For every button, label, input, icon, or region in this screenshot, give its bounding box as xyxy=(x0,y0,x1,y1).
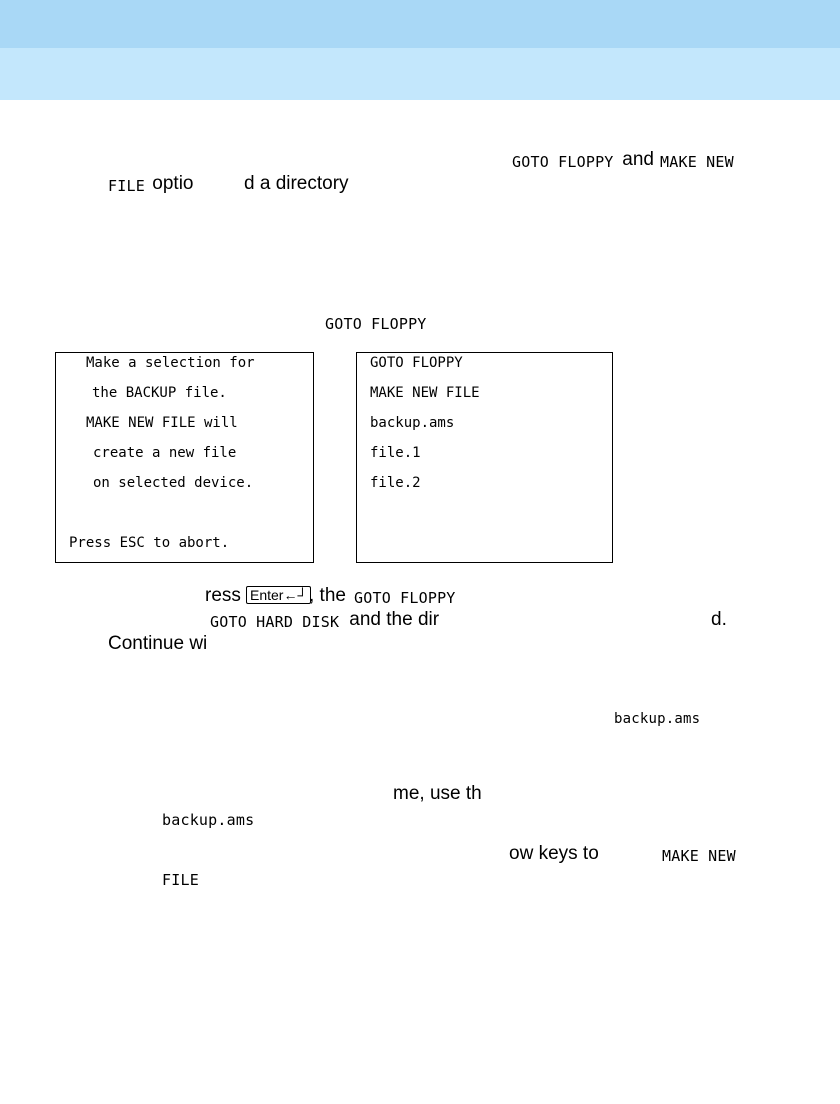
press-fragment: ress xyxy=(205,585,247,606)
menu-item-make-new-file[interactable]: MAKE NEW FILE xyxy=(370,385,480,401)
make-new-text: MAKE NEW xyxy=(660,153,734,171)
screen-line: create a new file xyxy=(93,445,237,461)
goto-floppy-text-2: GOTO FLOPPY xyxy=(354,589,456,607)
screen-line: Make a selection for xyxy=(86,355,255,371)
and-text: and xyxy=(617,149,660,170)
goto-floppy-text: GOTO FLOPPY xyxy=(512,153,614,171)
file-text-2: FILE xyxy=(162,871,199,889)
enter-key-icon: Enter←┘ xyxy=(246,586,312,604)
make-new-text-2: MAKE NEW xyxy=(662,847,736,865)
enter-key-wrap: Enter←┘ xyxy=(246,585,312,607)
backup-filename-left: backup.ams xyxy=(162,811,255,829)
goto-floppy-heading: GOTO FLOPPY xyxy=(325,315,427,333)
use-fragment: me, use th xyxy=(393,783,482,804)
instruction-screen: Make a selection for the BACKUP file. MA… xyxy=(55,352,314,563)
menu-item-goto-floppy[interactable]: GOTO FLOPPY xyxy=(370,355,463,371)
menu-item-file[interactable]: file.1 xyxy=(370,445,421,461)
the-fragment: , the xyxy=(309,585,352,606)
header-band-top xyxy=(0,0,840,48)
screen-line: the BACKUP file. xyxy=(92,385,227,401)
screen-line: on selected device. xyxy=(93,475,254,491)
backup-filename-right: backup.ams xyxy=(614,711,701,727)
file-selection-screen: GOTO FLOPPY MAKE NEW FILE backup.ams fil… xyxy=(356,352,613,563)
arrow-keys-fragment: ow keys to xyxy=(509,843,599,864)
sentence-end-fragment: d. xyxy=(711,609,727,630)
header-band-bottom xyxy=(0,48,840,100)
directory-fragment: d a directory xyxy=(244,173,349,194)
directory-fragment-2: and the dir xyxy=(344,609,440,630)
menu-item-file[interactable]: backup.ams xyxy=(370,415,455,431)
continue-fragment: Continue wi xyxy=(108,633,208,654)
goto-hard-disk-text: GOTO HARD DISK xyxy=(210,613,340,631)
menu-item-file[interactable]: file.2 xyxy=(370,475,421,491)
screen-line: Press ESC to abort. xyxy=(69,535,230,551)
file-text: FILE xyxy=(108,177,145,195)
option-fragment: optio xyxy=(147,173,194,194)
screen-line: MAKE NEW FILE will xyxy=(86,415,238,431)
